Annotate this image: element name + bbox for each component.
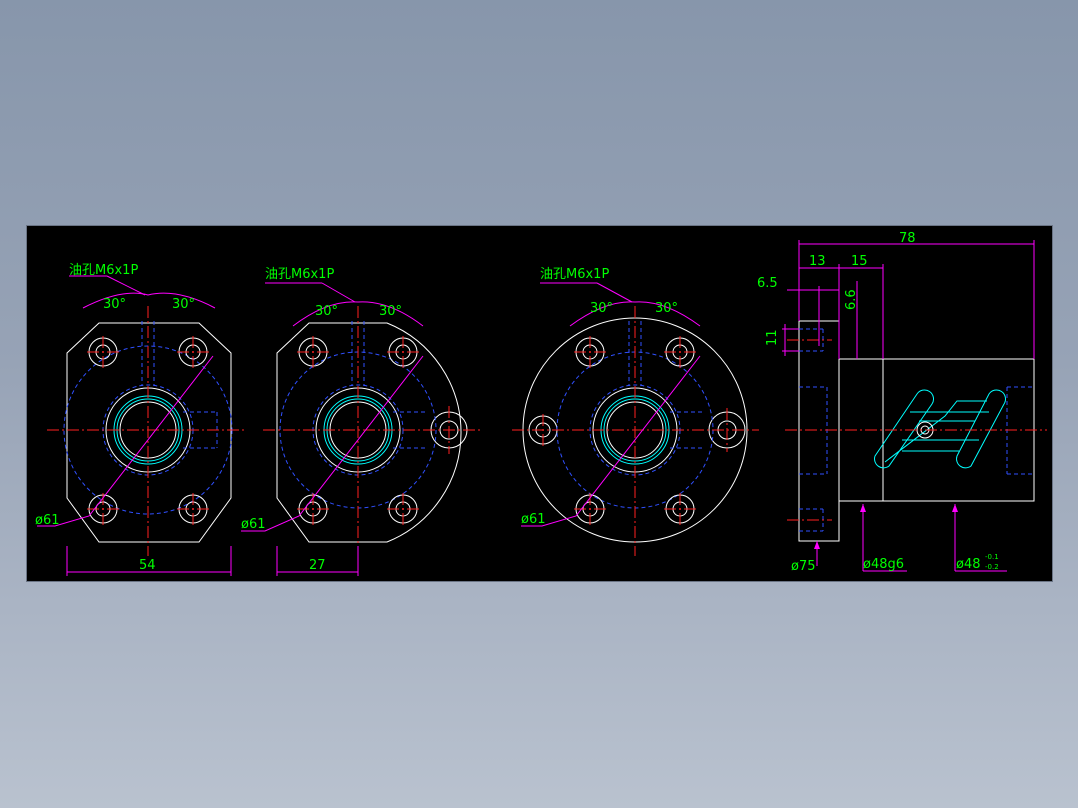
diameter-label-3: ø61 [521,512,546,527]
tolerance-lower: -0.2 [985,563,999,571]
tolerance-upper: -0.1 [985,553,999,561]
return-tube [874,389,1006,469]
cad-drawing: 油孔M6x1P 30° 30° ø61 54 [35,231,1047,576]
length-label-15: 15 [851,254,868,269]
centerlines-3 [512,306,759,556]
view-1-flange: 油孔M6x1P 30° 30° ø61 54 [35,263,247,576]
view-4-side: 78 13 15 6.5 6.6 11 ø75 ø48g6 ø48 -0.1 -… [757,231,1047,574]
view-3-flange: 油孔M6x1P 30° 30° ø61 [512,267,759,556]
dimensions-2 [241,282,424,576]
length-label-6-5: 6.5 [757,276,778,291]
angle-label-2a: 30° [315,304,338,319]
centerlines-4 [785,339,1047,521]
oil-hole-label-1: 油孔M6x1P [69,263,138,278]
oil-hole-label-2: 油孔M6x1P [265,267,334,282]
oil-hole-hidden-1 [141,321,218,449]
length-label-13: 13 [809,254,826,269]
length-label-6-6: 6.6 [844,289,859,310]
dimensions-4 [782,240,1035,572]
angle-label-3b: 30° [655,301,678,316]
flange-outline-1 [66,322,232,543]
diameter-label-2: ø61 [241,517,266,532]
side-flange [798,320,840,542]
drawing-sheet: 油孔M6x1P 30° 30° ø61 54 [26,225,1053,582]
width-label-2: 27 [309,558,326,573]
flange-outline-2 [276,322,462,543]
centerlines-1 [47,306,247,556]
angle-label-2b: 30° [379,304,402,319]
centerlines-2 [263,306,482,556]
width-label-1: 54 [139,558,156,573]
dimensions-3 [521,282,701,527]
dimensions-1 [37,275,232,576]
view-2-flange: 油孔M6x1P 30° 30° ø61 27 [241,267,482,576]
diameter-label-75: ø75 [791,559,816,574]
angle-label-3a: 30° [590,301,613,316]
angle-label-1b: 30° [172,297,195,312]
diameter-label-1: ø61 [35,513,60,528]
oil-hole-label-3: 油孔M6x1P [540,267,609,282]
diameter-label-48: ø48 [956,557,981,572]
angle-label-1a: 30° [103,297,126,312]
diameter-label-48g6: ø48g6 [863,557,904,572]
length-label-78: 78 [899,231,916,246]
length-label-11: 11 [765,329,780,346]
